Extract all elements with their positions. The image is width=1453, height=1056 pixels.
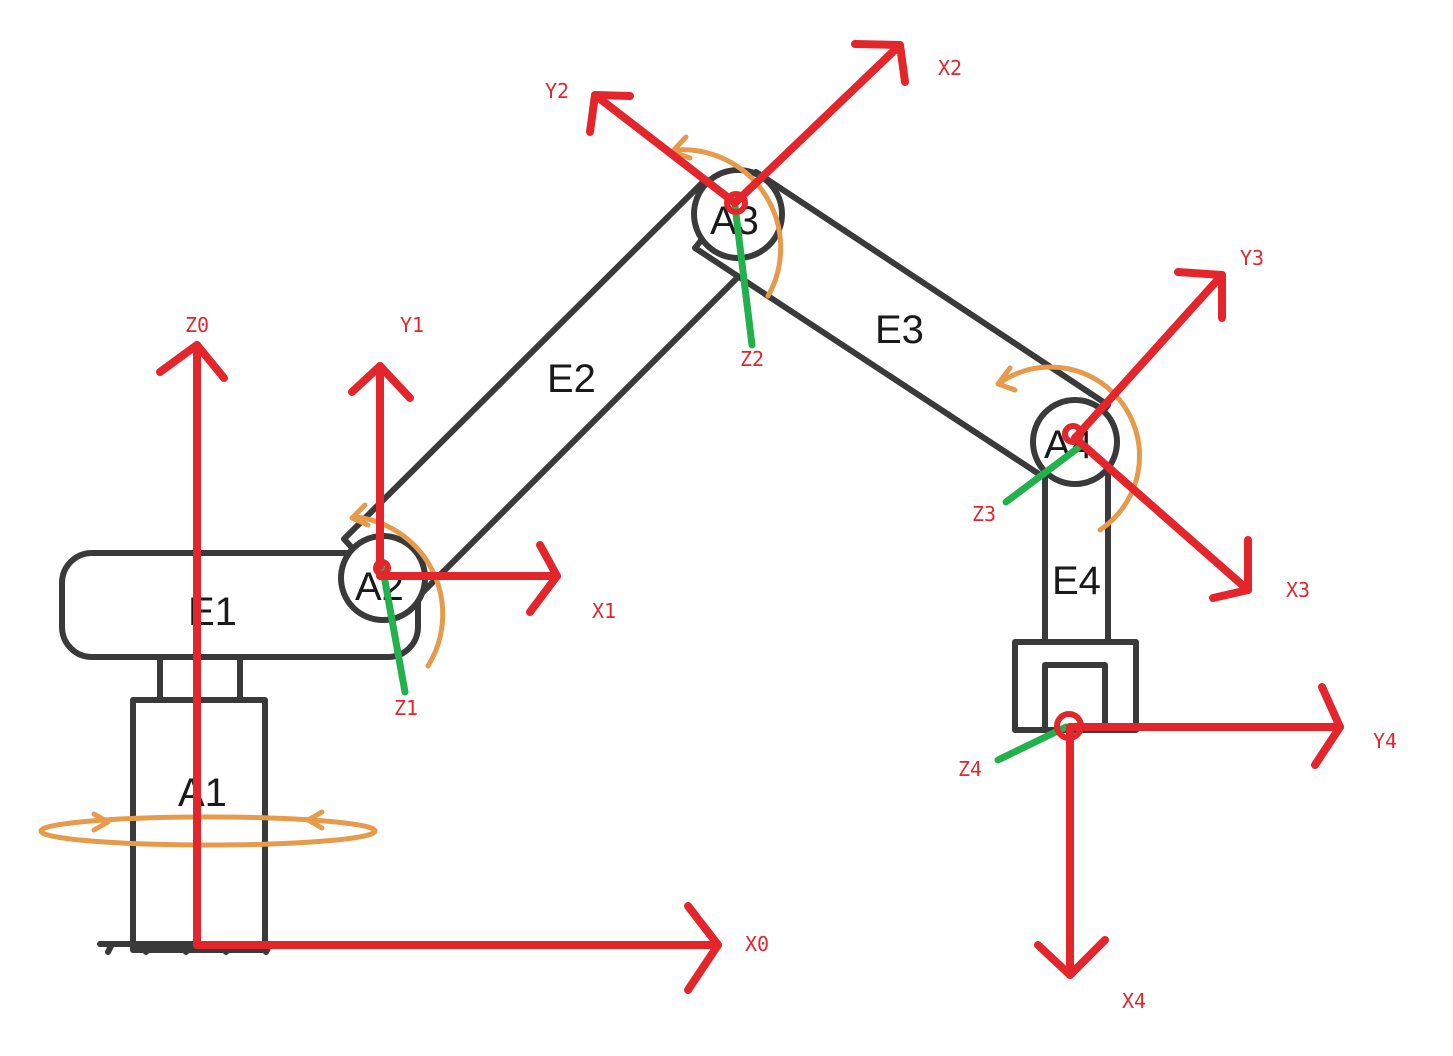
z1-axis	[379, 566, 409, 696]
label-y1: Y1	[400, 313, 424, 337]
label-x1: X1	[592, 599, 616, 623]
label-z4: Z4	[958, 757, 982, 781]
frame2-axes	[586, 40, 909, 215]
frame4-origin	[1054, 711, 1084, 741]
frame3-axes	[1062, 268, 1252, 602]
label-y2: Y2	[545, 79, 569, 103]
z2-axis	[731, 202, 756, 349]
label-x3: X3	[1286, 578, 1310, 602]
frame3-origin	[1062, 423, 1084, 445]
label-x2: X2	[938, 56, 962, 80]
label-e3: E3	[875, 308, 924, 352]
z3-axis	[1002, 444, 1082, 506]
label-y4: Y4	[1373, 729, 1397, 753]
label-e2: E2	[547, 357, 596, 401]
label-z1: Z1	[394, 696, 418, 720]
label-y3: Y3	[1240, 246, 1264, 270]
robot-arm	[59, 167, 1139, 955]
label-a1: A1	[178, 771, 227, 815]
frame0-axes	[156, 341, 722, 994]
frame1-axes	[348, 362, 561, 616]
frame4-axes	[1034, 683, 1344, 979]
label-z2: Z2	[740, 347, 764, 371]
label-z3: Z3	[972, 502, 996, 526]
label-e4: E4	[1052, 559, 1101, 603]
label-z0: Z0	[185, 313, 209, 337]
label-x4: X4	[1122, 989, 1146, 1013]
frame2-origin	[724, 191, 748, 215]
rotation-a1-icon	[38, 809, 378, 848]
frame1-origin	[373, 559, 391, 577]
label-x0: X0	[745, 932, 769, 956]
rotation-a4-icon	[995, 364, 1143, 533]
z4-axis	[994, 723, 1070, 764]
